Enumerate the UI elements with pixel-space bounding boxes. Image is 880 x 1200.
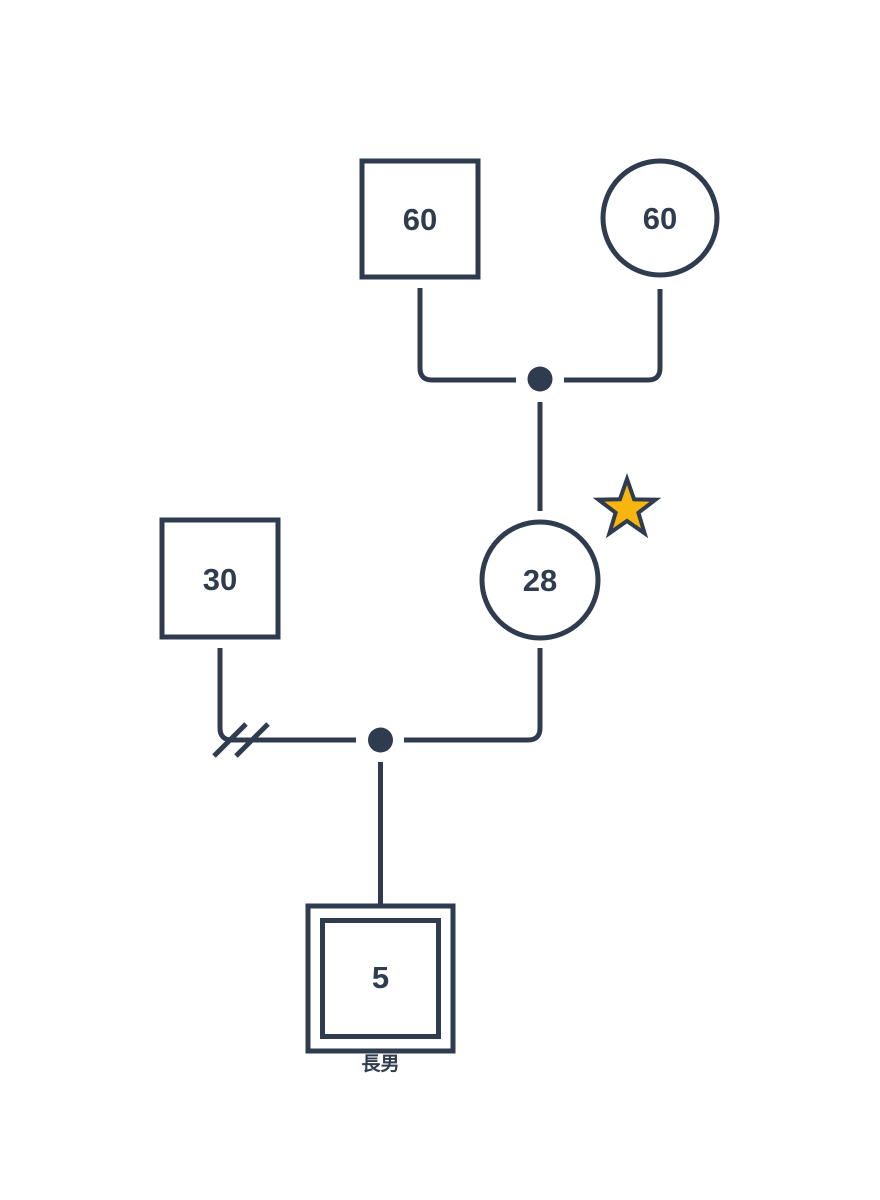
parents-union: [212, 648, 543, 909]
separation-slashes-icon: [212, 722, 270, 758]
grandmother-circle[interactable]: [600, 158, 720, 278]
person-father[interactable]: 30: [159, 517, 281, 640]
grandfather-square[interactable]: [359, 158, 481, 280]
person-grandfather[interactable]: 60: [359, 158, 481, 280]
grandmother-drop-line: [564, 289, 663, 383]
grandparents-union-node: [527, 366, 553, 392]
mother-age-label: 28: [523, 563, 557, 598]
father-square[interactable]: [159, 517, 281, 640]
parents-union-node: [368, 727, 393, 753]
father-age-label: 30: [203, 562, 237, 597]
person-grandmother[interactable]: 60: [600, 158, 720, 278]
son-age-label: 5: [372, 960, 389, 995]
person-mother[interactable]: 28: [479, 472, 662, 641]
mother-drop-line: [404, 648, 543, 743]
mother-circle[interactable]: [479, 519, 601, 641]
son-relation-label: 長男: [361, 1053, 399, 1075]
grandparents-union: [417, 288, 663, 511]
person-son[interactable]: 5 長男: [305, 903, 456, 1075]
grandmother-age-label: 60: [643, 201, 677, 236]
grandfather-drop-line: [417, 288, 516, 383]
son-inner-square: [320, 918, 441, 1039]
grandfather-age-label: 60: [403, 202, 437, 237]
proband-star-icon: [592, 472, 662, 539]
